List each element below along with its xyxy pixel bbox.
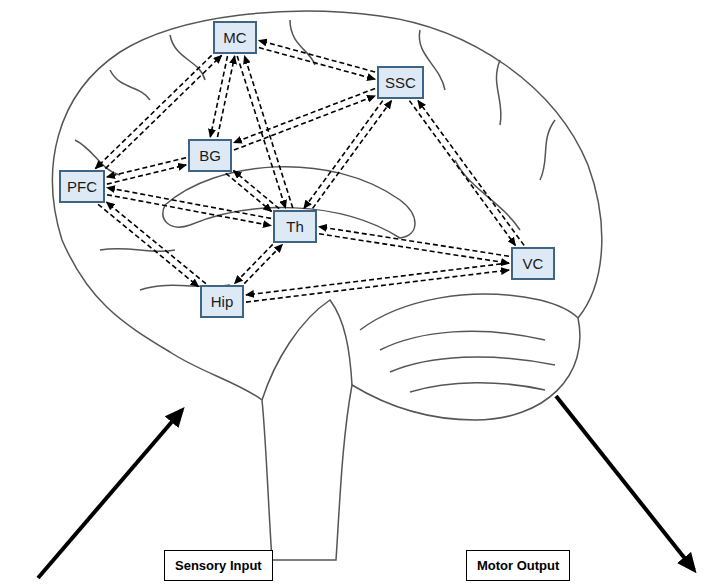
node-label: Th <box>286 218 304 235</box>
io-label-box: Motor Output <box>466 550 570 581</box>
connection-arrow <box>210 56 227 137</box>
brain-outline <box>53 11 602 560</box>
brain-region-box: VC <box>511 247 555 280</box>
node-label: PFC <box>67 178 97 195</box>
brain-region-box: BG <box>188 139 232 172</box>
connection-arrow <box>107 195 271 226</box>
io-label-box: Sensory Input <box>164 550 273 581</box>
connection-arrow <box>319 234 509 263</box>
node-label: VC <box>523 255 544 272</box>
connection-arrow <box>98 204 198 286</box>
brain-region-box: Hip <box>200 285 244 318</box>
connection-arrow <box>107 165 186 184</box>
brain-region-box: PFC <box>59 170 105 203</box>
motor-arrow <box>556 396 694 570</box>
node-label: SSC <box>385 74 416 91</box>
connection-arrow <box>259 40 375 72</box>
connection-arrow <box>246 270 509 302</box>
node-label: Motor Output <box>477 558 559 573</box>
brain-region-box: SSC <box>377 66 424 99</box>
node-label: Hip <box>211 293 234 310</box>
connection-arrow <box>319 227 509 257</box>
connection-arrow <box>244 244 282 283</box>
connection-arrow <box>107 202 206 284</box>
connection-arrow <box>218 56 235 137</box>
connection-arrow <box>418 101 524 246</box>
connection-arrow <box>234 88 375 142</box>
node-label: MC <box>223 29 246 46</box>
connection-arrow <box>226 173 272 211</box>
connection-arrow <box>409 101 515 246</box>
connection-arrow <box>105 55 221 168</box>
connection-arrow <box>259 48 375 80</box>
connection-arrow <box>234 171 280 209</box>
connection-arrow <box>107 188 271 219</box>
brain-region-box: MC <box>213 21 257 54</box>
connection-arrow <box>304 101 383 209</box>
connection-arrow <box>313 101 392 209</box>
brain-region-box: Th <box>273 210 317 243</box>
connection-arrow <box>234 96 375 150</box>
connection-arrow <box>246 263 509 295</box>
sensory-arrow <box>38 410 182 578</box>
node-label: Sensory Input <box>175 558 262 573</box>
connection-arrow <box>235 244 273 283</box>
node-label: BG <box>199 147 221 164</box>
